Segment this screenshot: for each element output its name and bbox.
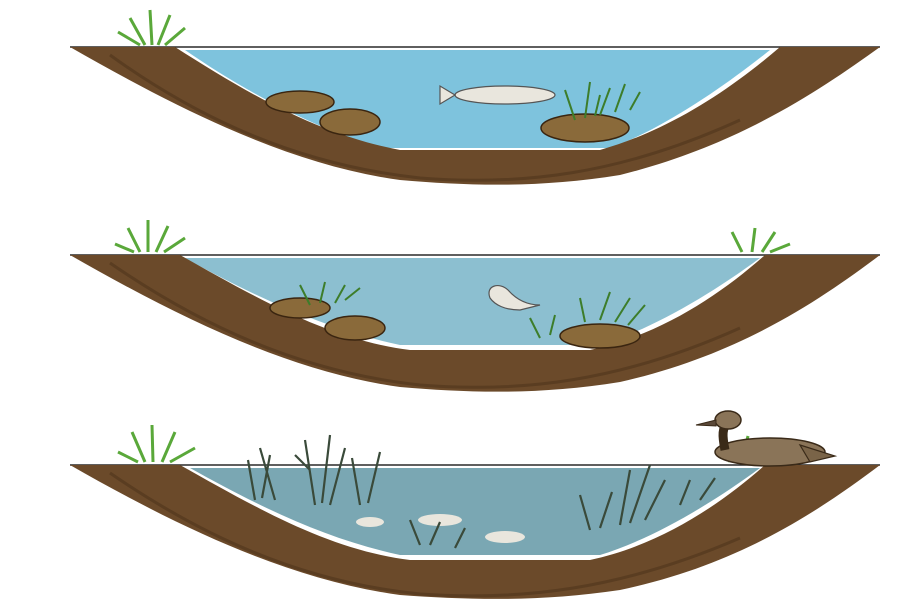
rock: [560, 324, 640, 348]
rock: [325, 316, 385, 340]
panel-2: [70, 220, 880, 392]
grass-tuft: [115, 220, 790, 252]
sediment: [485, 531, 525, 543]
grass-tuft: [118, 10, 185, 45]
panel-3: [70, 411, 880, 599]
grass-tuft: [118, 425, 770, 462]
duck: [696, 411, 835, 466]
rock: [320, 109, 380, 135]
rock: [266, 91, 334, 113]
rock: [541, 114, 629, 142]
sediment: [356, 517, 384, 527]
panel-1: [70, 10, 880, 185]
